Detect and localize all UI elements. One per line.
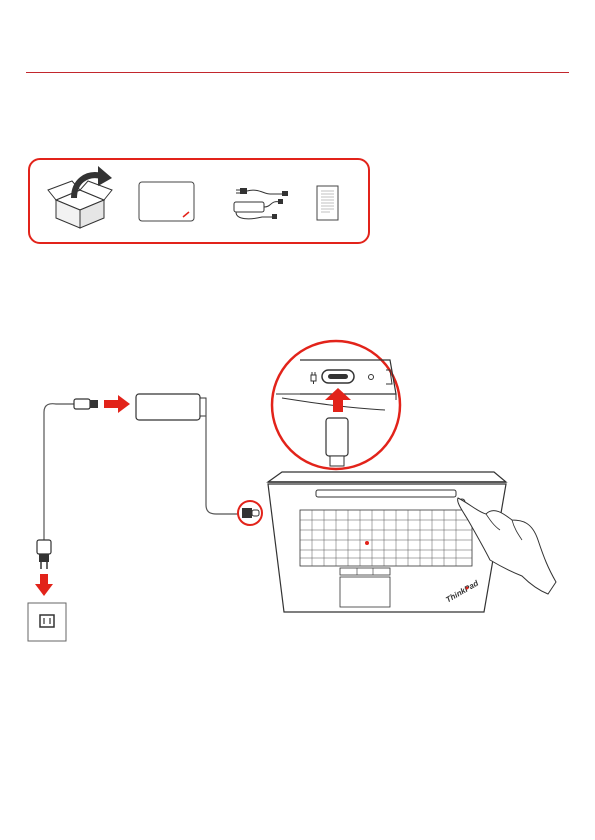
laptop-illustration: ThinkPad [268, 472, 506, 612]
laptop-icon [139, 182, 194, 221]
usb-c-port-icon [272, 341, 400, 469]
electrical-outlet-icon [28, 603, 66, 641]
arrow-right-icon [104, 395, 130, 413]
ac-power-adapter-icon [234, 188, 288, 219]
arrow-down-icon [35, 574, 53, 596]
usb-c-connector-icon [238, 501, 262, 525]
documentation-icon [317, 186, 338, 220]
ac-power-adapter-icon [136, 394, 238, 514]
power-cord-icon [37, 399, 98, 569]
unbox-icon [48, 166, 112, 228]
